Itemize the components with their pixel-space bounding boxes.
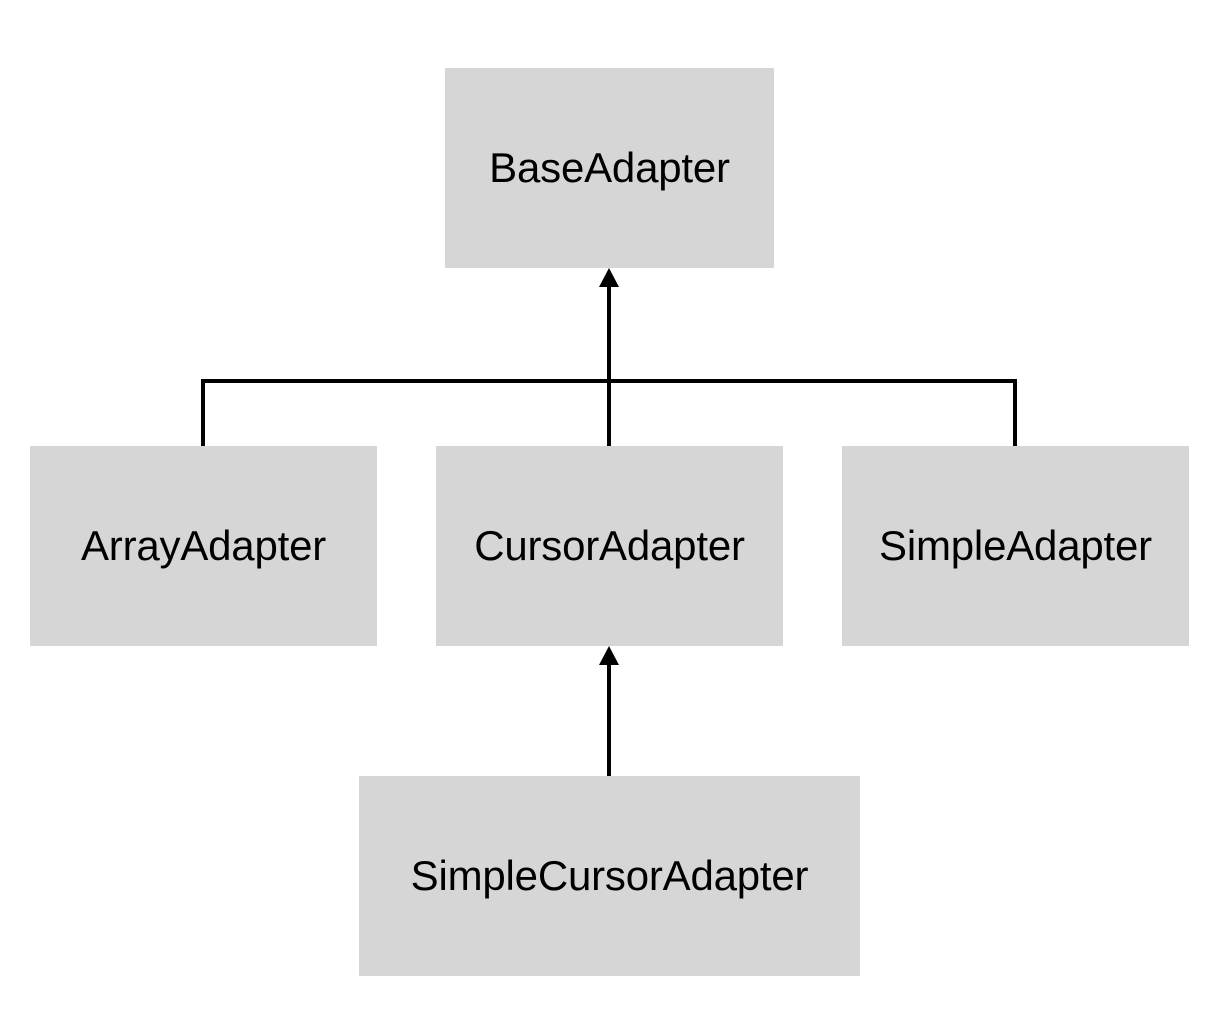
arrowhead-cursor <box>599 646 619 665</box>
node-base-adapter-label: BaseAdapter <box>489 144 730 191</box>
node-base-adapter: BaseAdapter <box>445 68 774 268</box>
node-cursor-adapter-label: CursorAdapter <box>474 522 745 569</box>
node-simple-adapter: SimpleAdapter <box>842 446 1189 646</box>
node-simple-adapter-label: SimpleAdapter <box>879 522 1152 569</box>
node-array-adapter-label: ArrayAdapter <box>80 522 327 569</box>
node-simple-cursor-adapter-label: SimpleCursorAdapter <box>410 852 809 899</box>
arrowhead-base <box>599 268 619 287</box>
node-array-adapter: ArrayAdapter <box>30 446 377 646</box>
node-simple-cursor-adapter: SimpleCursorAdapter <box>359 776 860 976</box>
node-cursor-adapter: CursorAdapter <box>436 446 783 646</box>
